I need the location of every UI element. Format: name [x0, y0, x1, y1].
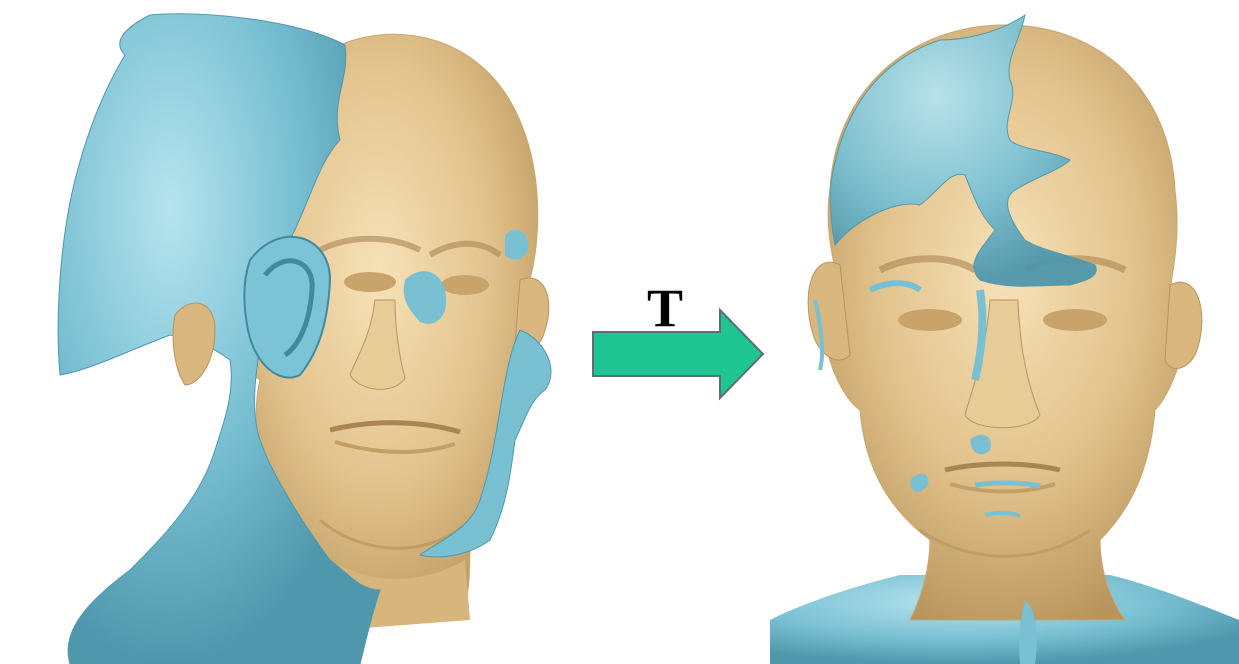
head-scan-misaligned-icon	[0, 0, 580, 664]
right-arrow-icon	[585, 270, 770, 410]
left-panel-unaligned-scans	[0, 0, 580, 664]
head-scan-aligned-icon	[770, 0, 1239, 664]
transform-arrow-group: T	[585, 270, 770, 410]
right-panel-aligned-scans	[770, 0, 1239, 664]
